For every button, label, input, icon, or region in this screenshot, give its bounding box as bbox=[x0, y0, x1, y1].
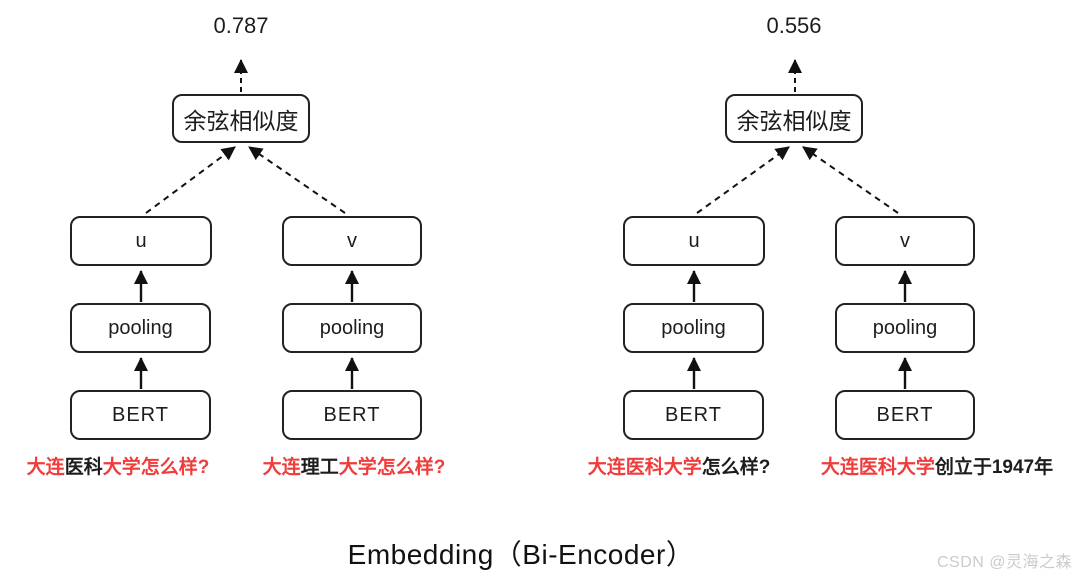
arrows-layer bbox=[134, 59, 359, 389]
diagram-pair-left: 0.787 余弦相似度 u v pooling pooling BERT BER… bbox=[0, 0, 540, 510]
input-text-segment-red: 大学怎么样? bbox=[338, 457, 446, 478]
arrow-v-to-cosine bbox=[248, 146, 346, 214]
u-vector-box: u bbox=[70, 216, 212, 266]
input-text-segment-red: 大连 bbox=[262, 457, 301, 478]
cosine-similarity-box: 余弦相似度 bbox=[725, 94, 863, 143]
input-sentence: 大连医科大学怎么样? bbox=[529, 452, 829, 479]
input-sentence: 大连医科大学创立于1947年 bbox=[787, 452, 1080, 479]
input-sentence: 大连医科大学怎么样? bbox=[0, 452, 268, 479]
input-text-segment-red: 大连 bbox=[26, 457, 65, 478]
pooling-box-right: pooling bbox=[835, 303, 975, 353]
similarity-score: 0.787 bbox=[213, 13, 269, 38]
bert-box-left: BERT bbox=[623, 390, 764, 440]
bert-box-right: BERT bbox=[835, 390, 975, 440]
pooling-box-left: pooling bbox=[70, 303, 211, 353]
cosine-similarity-box: 余弦相似度 bbox=[172, 94, 310, 143]
input-text-segment-red: 大学怎么样? bbox=[102, 457, 210, 478]
pooling-box-left: pooling bbox=[623, 303, 764, 353]
diagram-pair-right: 0.556 余弦相似度 u v pooling pooling BERT BER… bbox=[553, 0, 1080, 510]
arrow-u-to-cosine bbox=[145, 146, 236, 214]
input-text-segment-red: 大连医科大学 bbox=[820, 457, 935, 478]
arrow-v-to-cosine bbox=[802, 146, 899, 214]
input-text-segment-red: 大连医科大学 bbox=[587, 457, 702, 478]
u-vector-box: u bbox=[623, 216, 765, 266]
input-text-segment-black: 医科 bbox=[64, 457, 103, 478]
figure-title: Embedding（Bi-Encoder） bbox=[347, 539, 695, 570]
input-text-segment-black: 怎么样? bbox=[701, 457, 771, 478]
input-text-segment-black: 理工 bbox=[300, 457, 339, 478]
similarity-score: 0.556 bbox=[766, 13, 822, 38]
arrow-u-to-cosine bbox=[696, 146, 790, 214]
watermark: CSDN @灵海之森 bbox=[936, 554, 1072, 571]
input-sentence: 大连理工大学怎么样? bbox=[204, 452, 504, 479]
pooling-box-right: pooling bbox=[282, 303, 422, 353]
bert-box-left: BERT bbox=[70, 390, 211, 440]
bert-box-right: BERT bbox=[282, 390, 422, 440]
arrows-layer bbox=[687, 59, 912, 389]
v-vector-box: v bbox=[835, 216, 975, 266]
input-text-segment-black: 创立于1947年 bbox=[934, 457, 1054, 478]
v-vector-box: v bbox=[282, 216, 422, 266]
